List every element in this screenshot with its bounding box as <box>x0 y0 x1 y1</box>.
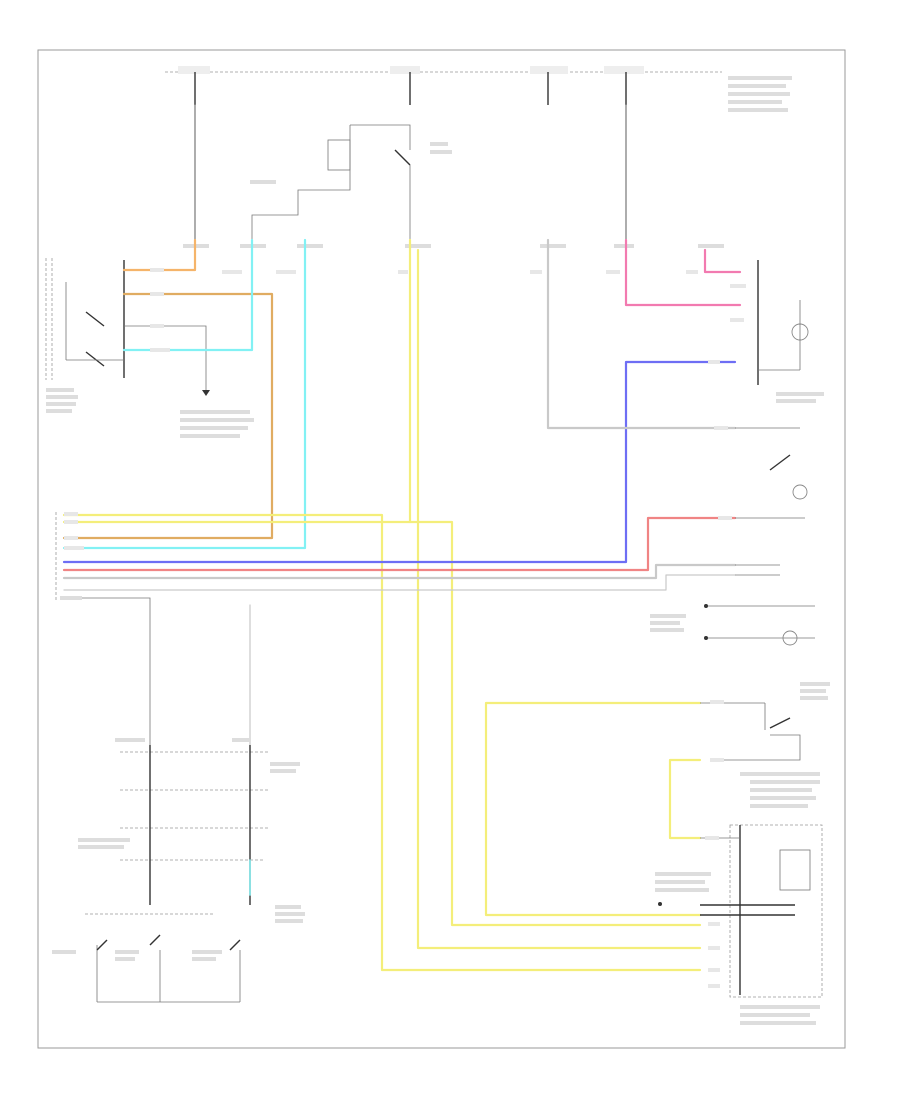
lower-left-connectors <box>78 738 305 923</box>
relay-top <box>250 124 452 240</box>
wire-cyan-2 <box>62 238 307 550</box>
fuse-label-1 <box>178 66 210 74</box>
steering-switch-assembly <box>45 258 125 413</box>
indicator-lamps <box>650 427 815 646</box>
engine-control-module <box>655 772 823 1025</box>
wire-red <box>62 516 737 572</box>
wire-yellow-branch1 <box>408 520 702 927</box>
main-connector-pins <box>55 512 151 745</box>
fuse-label-3 <box>530 66 568 74</box>
clutch-switch <box>700 682 830 761</box>
wire-grey-1 <box>546 238 737 430</box>
fuse-label-4 <box>604 66 644 74</box>
wire-grey-2 <box>62 563 737 580</box>
ground-note <box>124 325 254 438</box>
wire-grey-4 <box>63 574 736 591</box>
cruise-control-switches <box>52 913 241 1003</box>
gauge-assembly-right <box>757 260 824 403</box>
wire-yellow-main <box>62 238 412 524</box>
wire-pink-1 <box>624 238 742 307</box>
wire-tags <box>64 268 746 988</box>
wire-yellow-branch2 <box>62 513 702 972</box>
wire-yellow-relay2 <box>668 758 702 840</box>
wire-yellow-branch3 <box>416 248 702 950</box>
connector-row <box>183 244 724 248</box>
wire-lorange-top <box>122 238 197 272</box>
wire-blue <box>62 360 737 564</box>
wire-yellow-relay <box>484 701 702 917</box>
wire-pink-2 <box>703 248 742 274</box>
diagram-frame <box>37 49 846 1049</box>
wire-orange-main <box>62 292 274 540</box>
fuse-box-note <box>728 76 792 112</box>
fuse-label-2 <box>390 66 420 74</box>
